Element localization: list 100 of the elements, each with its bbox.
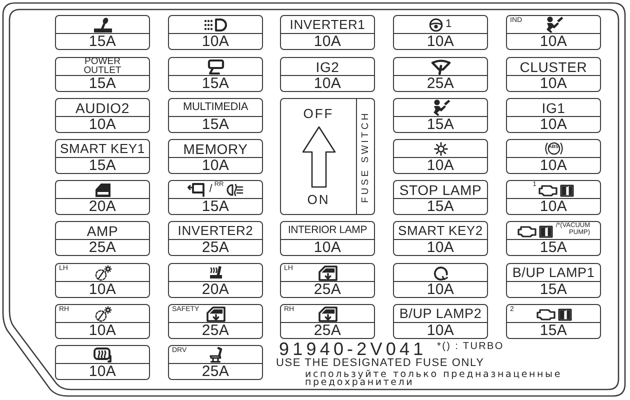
fuse-rating: 15A	[88, 158, 116, 172]
switch-off-label: OFF	[303, 107, 334, 120]
fuse-rating: 15A	[426, 200, 454, 214]
fuse-box	[506, 304, 601, 339]
fuse-box	[55, 15, 150, 50]
fuse-rating: 20A	[202, 282, 230, 296]
fuse-label: INVERTER2	[178, 224, 254, 237]
fuse-rating: 10A	[88, 324, 116, 338]
fuse-rating: 25A	[202, 364, 230, 378]
fuse-rating: 15A	[202, 200, 230, 214]
fuse-rating: 10A	[426, 240, 454, 254]
fuse-box	[280, 263, 375, 298]
fuse-label: IG1	[542, 100, 566, 114]
turbo-note: *() : TURBO	[437, 342, 504, 352]
fuse-rating: 25A	[314, 282, 342, 296]
fuse-rating: 10A	[426, 282, 454, 296]
fuse-rating: 10A	[426, 34, 454, 48]
fuse-rating: 15A	[540, 324, 568, 338]
fuse-rating: 10A	[540, 34, 568, 48]
fuse-box	[168, 304, 263, 339]
fuse-box	[55, 180, 150, 215]
usage-note: используйте только предназнаценные предохранители	[305, 370, 563, 388]
fuse-box	[506, 180, 601, 215]
fuse-box	[393, 139, 488, 174]
fuse-box	[506, 15, 601, 50]
fuse-box	[168, 345, 263, 380]
fuse-rating: 10A	[426, 158, 454, 172]
fuse-box	[393, 221, 488, 256]
fuse-rating: 15A	[88, 76, 116, 90]
fuse-rating: 15A	[540, 240, 568, 254]
fuse-rating: 10A	[426, 324, 454, 338]
fuse-rating: 10A	[540, 118, 568, 132]
fuse-label: INTERIOR LAMP	[288, 225, 368, 236]
fuse-box	[168, 15, 263, 50]
fuse-label: SMART KEY1	[60, 142, 145, 155]
part-number: 91940-2V041	[279, 340, 427, 358]
fuse-rating: 10A	[540, 200, 568, 214]
fuse-box	[506, 98, 601, 133]
fuse-box	[506, 263, 601, 298]
fuse-box	[280, 304, 375, 339]
fuse-rating: 15A	[202, 76, 230, 90]
fuse-label: IG2	[316, 60, 340, 74]
fuse-rating: 25A	[426, 76, 454, 90]
fuse-label: B/UP LAMP1	[512, 266, 595, 280]
fuse-box	[55, 304, 150, 339]
fuse-box	[393, 98, 488, 133]
fuse-label: B/UP LAMP2	[399, 306, 482, 320]
fuse-box	[393, 263, 488, 298]
fuse-box	[393, 57, 488, 92]
fuse-label: AMP	[86, 224, 118, 238]
switch-on-label: ON	[307, 193, 330, 206]
fuse-label: AUDIO2	[76, 100, 130, 114]
fuse-box	[55, 263, 150, 298]
fuse-rating: 20A	[88, 200, 116, 214]
fuse-rating: 10A	[314, 34, 342, 48]
fuse-box	[55, 345, 150, 380]
fuse-box	[168, 221, 263, 256]
fuse-box	[168, 98, 263, 133]
fuse-box	[280, 15, 375, 50]
fuse-box	[506, 57, 601, 92]
fuse-rating: 25A	[314, 324, 342, 338]
fuse-rating: 10A	[202, 158, 230, 172]
fuse-label: INVERTER1	[290, 18, 366, 31]
fuse-rating: 25A	[202, 240, 230, 254]
fuse-box	[168, 57, 263, 92]
fuse-rating: 15A	[426, 118, 454, 132]
fuse-rating: 15A	[202, 118, 230, 132]
fuse-box	[55, 98, 150, 133]
fuse-rating: 15A	[540, 282, 568, 296]
fuse-rating: 10A	[314, 76, 342, 90]
fuse-box	[55, 221, 150, 256]
fuse-rating: 10A	[540, 158, 568, 172]
fuse-rating: 15A	[88, 34, 116, 48]
fuse-box	[55, 139, 150, 174]
fuse-rating: 10A	[88, 364, 116, 378]
fuse-rating: 25A	[202, 324, 230, 338]
fuse-box	[280, 221, 375, 256]
fuse-rating: 10A	[314, 240, 342, 254]
fuse-switch-panel	[280, 98, 375, 215]
fuse-label: POWER OUTLET	[82, 58, 122, 75]
fuse-box	[168, 263, 263, 298]
slash-text: /	[209, 184, 212, 195]
fuse-rating: 25A	[88, 240, 116, 254]
fuse-rating: 10A	[202, 34, 230, 48]
fuse-box	[506, 221, 601, 256]
fuse-box	[393, 180, 488, 215]
fuse-box	[506, 139, 601, 174]
fuse-box	[168, 180, 263, 215]
fuse-label: SMART KEY2	[398, 224, 483, 237]
fuse-box	[393, 15, 488, 50]
fuse-rating: 10A	[540, 76, 568, 90]
fuse-rating: 10A	[88, 282, 116, 296]
index-number: 1	[445, 19, 452, 30]
usage-note: USE THE DESIGNATED FUSE ONLY	[276, 358, 484, 368]
fuse-label: STOP LAMP	[399, 182, 482, 196]
fuse-box	[393, 304, 488, 339]
fuse-label: MULTIMEDIA	[182, 102, 248, 113]
fuse-label: MEMORY	[183, 142, 248, 156]
fuse-rating: 10A	[88, 118, 116, 132]
switch-title: FUSE SWITCH	[360, 110, 370, 202]
